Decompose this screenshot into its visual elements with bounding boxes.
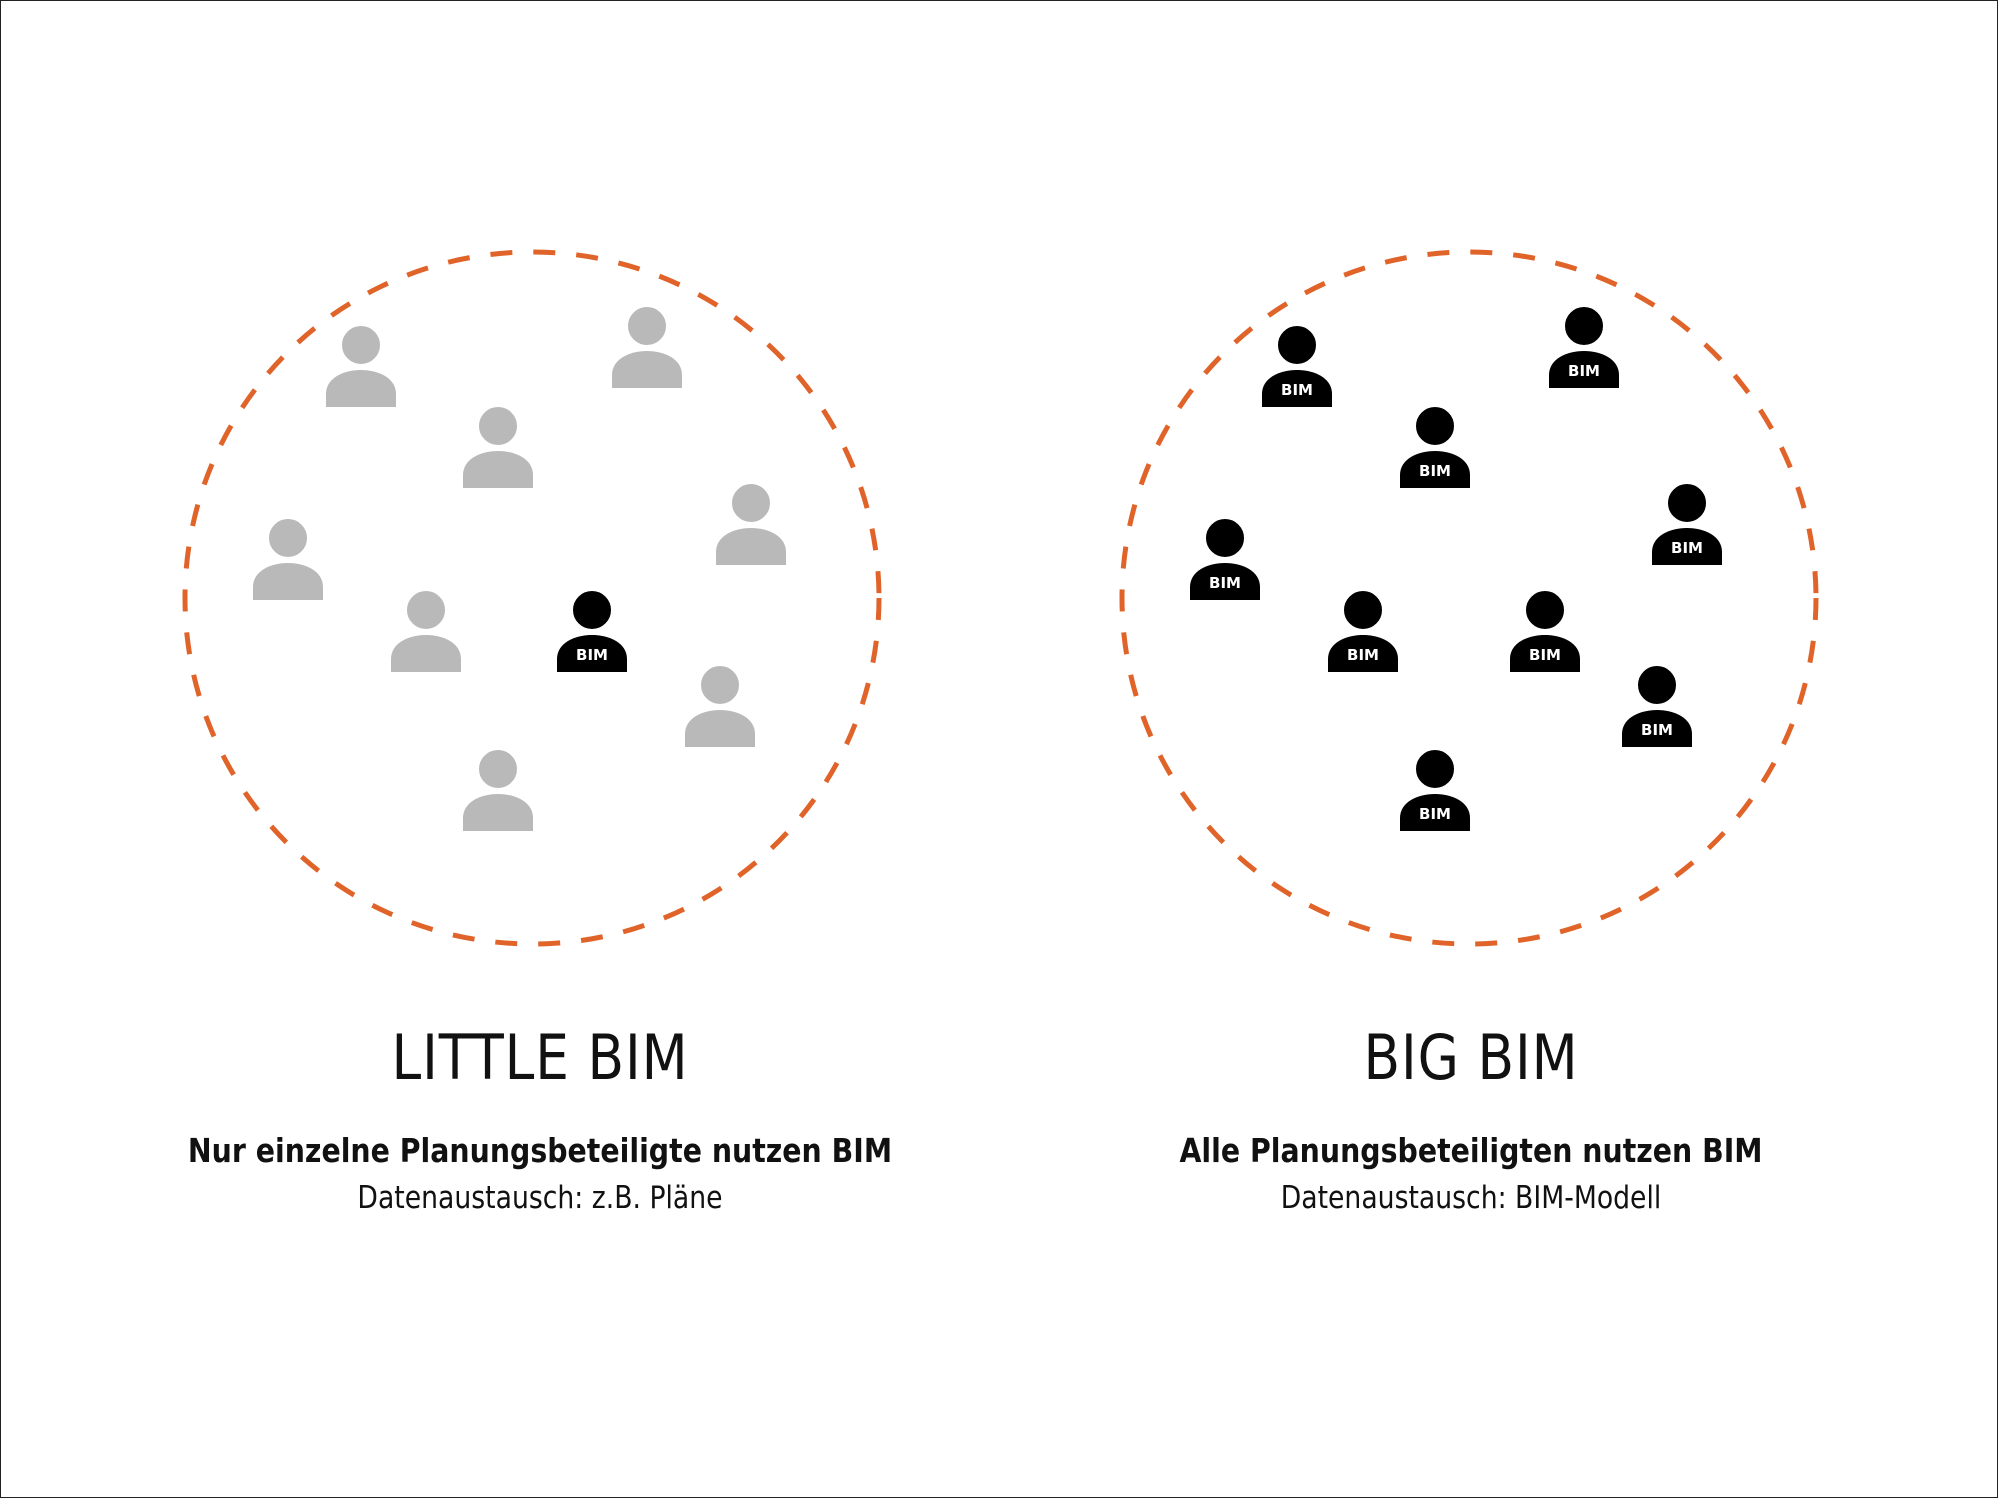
user-icon	[685, 663, 755, 747]
bim-user-icon: BIM	[1190, 516, 1260, 600]
user-head-front	[266, 516, 310, 560]
user-head-front	[570, 588, 614, 632]
user-body	[1652, 528, 1722, 565]
little-bim-panel: BIM	[182, 249, 882, 947]
user-head-front	[404, 588, 448, 632]
bim-badge-label: BIM	[1671, 539, 1703, 557]
user-body	[1622, 710, 1692, 747]
user-body	[326, 370, 396, 407]
user-body	[612, 351, 682, 388]
big-bim-detail: Datenaustausch: BIM-Modell	[1280, 1180, 1662, 1216]
little-bim-dashed-circle	[182, 249, 882, 947]
bim-badge-label: BIM	[1641, 721, 1673, 739]
user-body	[557, 635, 627, 672]
bim-user-icon: BIM	[1652, 481, 1722, 565]
little-bim-detail: Datenaustausch: z.B. Pläne	[357, 1180, 723, 1216]
bim-badge-label: BIM	[1281, 381, 1313, 399]
user-head-front	[1562, 304, 1606, 348]
bim-badge-label: BIM	[1209, 574, 1241, 592]
user-head-front	[476, 404, 520, 448]
user-icon	[463, 404, 533, 488]
user-body	[1262, 370, 1332, 407]
user-head-front	[1523, 588, 1567, 632]
user-body	[463, 451, 533, 488]
bim-badge-label: BIM	[1568, 362, 1600, 380]
user-head-front	[1665, 481, 1709, 525]
user-icon	[612, 304, 682, 388]
user-body	[1328, 635, 1398, 672]
little-bim-subtitle: Nur einzelne Planungsbeteiligte nutzen B…	[187, 1131, 893, 1170]
bim-user-icon: BIM	[1622, 663, 1692, 747]
user-body	[685, 710, 755, 747]
user-icon	[716, 481, 786, 565]
user-icon	[253, 516, 323, 600]
user-body	[1510, 635, 1580, 672]
user-body	[463, 794, 533, 831]
user-head-front	[1635, 663, 1679, 707]
bim-user-icon: BIM	[1510, 588, 1580, 672]
user-body	[1400, 794, 1470, 831]
big-bim-panel: BIM BIM BIM BIM BIM BIM BIM BIM BIM	[1119, 249, 1819, 947]
big-bim-title: BIG BIM	[1363, 1021, 1579, 1094]
user-icon	[326, 323, 396, 407]
user-head-front	[1413, 404, 1457, 448]
user-head-front	[339, 323, 383, 367]
big-bim-dashed-circle	[1119, 249, 1819, 947]
user-head-front	[1413, 747, 1457, 791]
user-body	[253, 563, 323, 600]
user-head-front	[1341, 588, 1385, 632]
bim-badge-label: BIM	[1419, 805, 1451, 823]
bim-badge-label: BIM	[1347, 646, 1379, 664]
little-bim-title: LITTLE BIM	[391, 1021, 689, 1094]
user-body	[1549, 351, 1619, 388]
user-head-front	[625, 304, 669, 348]
user-head-front	[1275, 323, 1319, 367]
bim-user-icon: BIM	[1549, 304, 1619, 388]
user-body	[1400, 451, 1470, 488]
bim-user-icon: BIM	[1262, 323, 1332, 407]
bim-user-icon: BIM	[1328, 588, 1398, 672]
bim-badge-label: BIM	[576, 646, 608, 664]
user-icon	[463, 747, 533, 831]
bim-badge-label: BIM	[1529, 646, 1561, 664]
user-body	[1190, 563, 1260, 600]
user-head-front	[729, 481, 773, 525]
user-body	[716, 528, 786, 565]
bim-user-icon: BIM	[557, 588, 627, 672]
big-bim-subtitle: Alle Planungsbeteiligten nutzen BIM	[1179, 1131, 1763, 1170]
user-icon	[391, 588, 461, 672]
user-head-front	[476, 747, 520, 791]
user-body	[391, 635, 461, 672]
user-head-front	[698, 663, 742, 707]
bim-user-icon: BIM	[1400, 404, 1470, 488]
bim-badge-label: BIM	[1419, 462, 1451, 480]
user-head-front	[1203, 516, 1247, 560]
bim-user-icon: BIM	[1400, 747, 1470, 831]
